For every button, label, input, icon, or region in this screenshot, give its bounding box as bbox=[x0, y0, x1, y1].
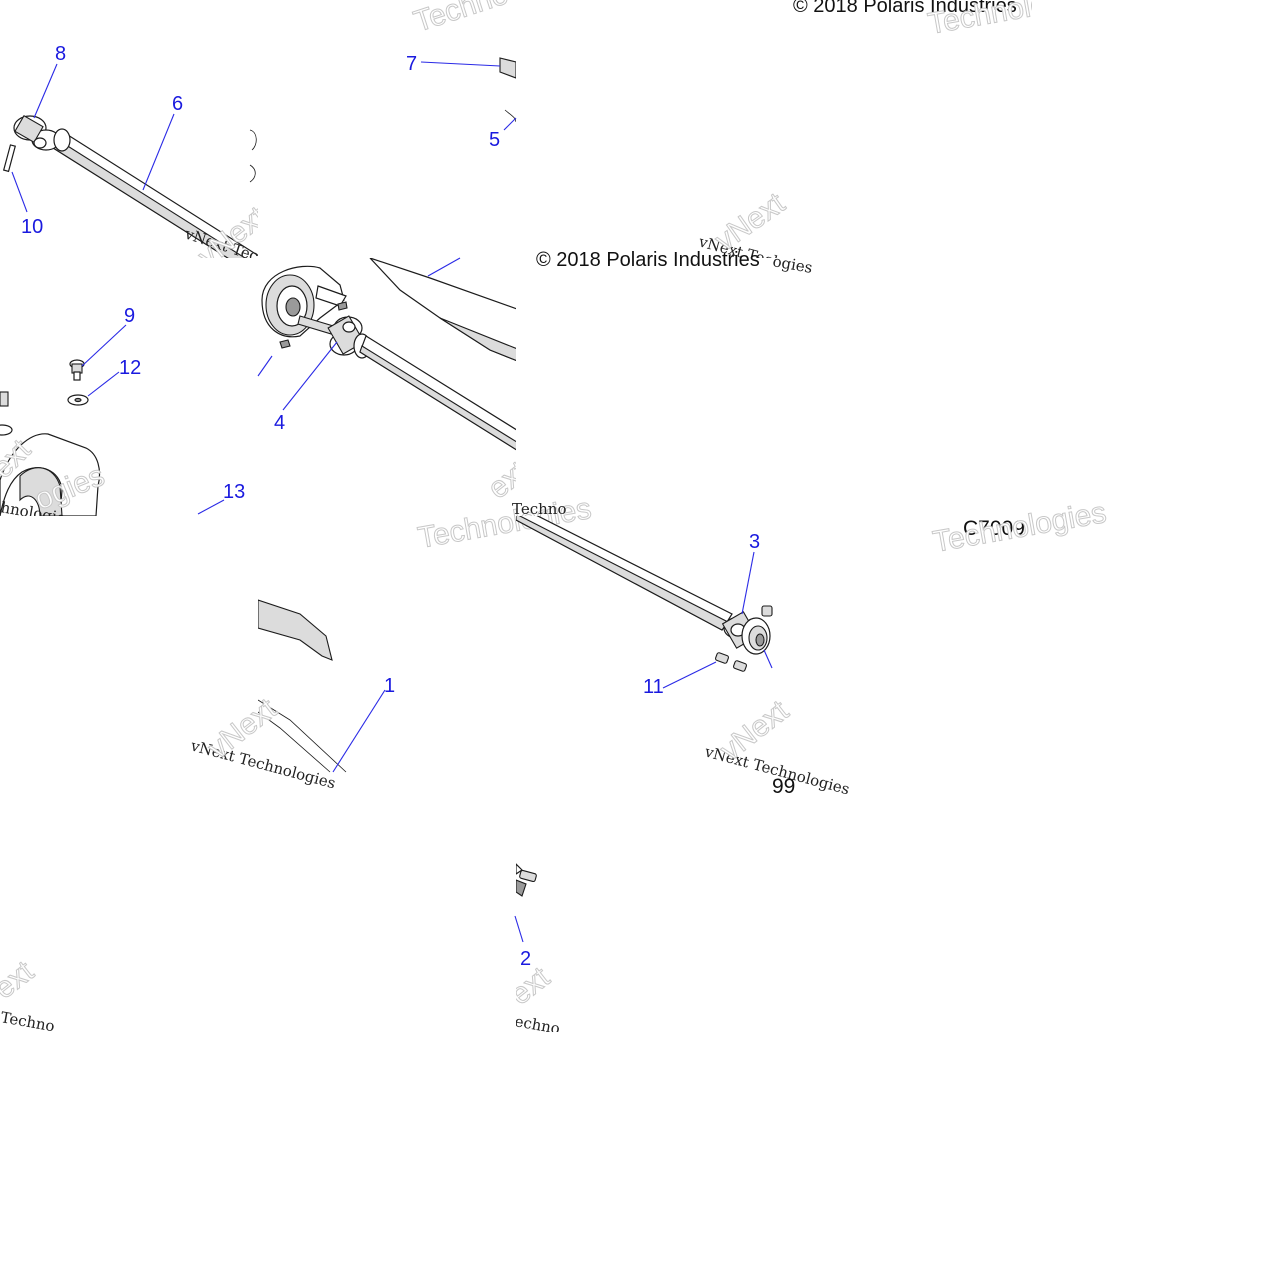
leader-11 bbox=[662, 661, 717, 689]
callout-4: 4 bbox=[274, 412, 285, 434]
tile-top-right: © 2018 Polaris Industries Technologies v… bbox=[696, 0, 1103, 258]
leader-5b bbox=[427, 257, 461, 277]
leader-12 bbox=[87, 371, 120, 397]
tile-lower-left bbox=[258, 599, 347, 773]
callout-10: 10 bbox=[21, 216, 43, 238]
leader-7 bbox=[420, 61, 501, 67]
leader-3 bbox=[741, 551, 755, 615]
tile-lower-right bbox=[516, 516, 773, 672]
leader-6 bbox=[142, 113, 175, 191]
tile-bottom-middle: ext echno bbox=[513, 863, 561, 1038]
tile-top-middle: Techno bbox=[409, 0, 516, 123]
bolt-11 bbox=[715, 605, 773, 672]
frame-crossmember-shade bbox=[19, 467, 63, 516]
callout-9: 9 bbox=[124, 305, 135, 327]
callout-12: 12 bbox=[119, 357, 141, 379]
callout-11: 11 bbox=[643, 676, 664, 698]
callout-13: 13 bbox=[223, 481, 245, 503]
watermark-center-ext: ext bbox=[482, 454, 534, 505]
fitting-small-2 bbox=[337, 301, 348, 311]
drive-shaft-center-shade bbox=[359, 345, 516, 451]
leader-13 bbox=[197, 499, 225, 515]
frame-fragment bbox=[249, 129, 257, 183]
tile-center: ext bbox=[261, 258, 534, 506]
fitting-small bbox=[279, 339, 291, 349]
leader-5 bbox=[503, 117, 517, 131]
watermark-bottom-left-ext: ext bbox=[0, 954, 40, 1005]
leader-flange bbox=[763, 649, 773, 669]
frame-rail-lower-edge-2 bbox=[258, 711, 331, 773]
plate-fragment bbox=[499, 57, 516, 79]
u-joint-front bbox=[13, 114, 71, 152]
tile-mid-left: ext ogies hnologies bbox=[0, 359, 110, 516]
callout-7: 7 bbox=[406, 53, 417, 75]
bolt-left-edge bbox=[0, 391, 9, 407]
washer-12 bbox=[67, 394, 89, 406]
callout-5: 5 bbox=[489, 129, 500, 151]
callout-8: 8 bbox=[55, 43, 66, 65]
watermark-code: Technologies bbox=[930, 496, 1108, 559]
bolt-9 bbox=[69, 359, 85, 381]
frame-rail-upper-shade bbox=[439, 317, 516, 361]
u-joint-rear bbox=[721, 611, 771, 655]
washer-left-edge bbox=[0, 424, 13, 436]
callout-1: 1 bbox=[384, 675, 395, 697]
leader-10 bbox=[11, 171, 28, 213]
leader-9 bbox=[81, 324, 127, 367]
drive-shaft-rear-shade bbox=[516, 516, 729, 631]
bolt-2 bbox=[516, 863, 537, 897]
frame-rail-lower bbox=[258, 599, 333, 661]
copyright-top: © 2018 Polaris Industries bbox=[793, 0, 1017, 17]
watermark-top-right: Technologies bbox=[925, 0, 1103, 41]
tile-bottom-left: ext Techno bbox=[0, 954, 56, 1035]
roll-pin bbox=[2, 144, 16, 173]
watermark-bottom-echn: echno bbox=[513, 1012, 561, 1038]
frame-crossmember bbox=[0, 433, 101, 516]
watermark-bottom-left-techno: Techno bbox=[0, 1008, 56, 1035]
copyright-middle: © 2018 Polaris Industries bbox=[536, 249, 760, 271]
callout-6: 6 bbox=[172, 93, 183, 115]
leader-4 bbox=[282, 341, 338, 411]
bracket-edge bbox=[504, 109, 516, 123]
drawing-code: C7009 bbox=[963, 517, 1025, 540]
frame-rail-lower-edge bbox=[258, 699, 347, 773]
callout-2: 2 bbox=[520, 948, 531, 970]
leader-8 bbox=[33, 63, 58, 119]
watermark-mid-right-b: Techno bbox=[512, 500, 566, 518]
leader-4b bbox=[257, 355, 273, 377]
leader-2 bbox=[514, 915, 524, 943]
code-fragment: 99 bbox=[772, 775, 795, 798]
callout-3: 3 bbox=[749, 531, 760, 553]
watermark-tech: Techno bbox=[410, 0, 512, 39]
watermark-overlap: ogies bbox=[771, 252, 814, 277]
leader-1 bbox=[332, 689, 386, 773]
